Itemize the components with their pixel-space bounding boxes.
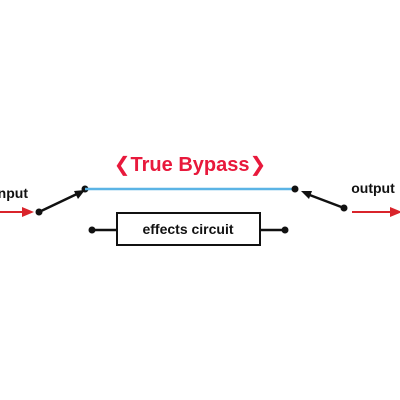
effects-circuit-label: effects circuit [142, 221, 233, 237]
output-bypass-node [291, 185, 299, 193]
output-pivot-node [340, 204, 348, 212]
input-arrow [0, 207, 34, 217]
output-switch-lever [306, 192, 345, 210]
input-switch-arrowhead [74, 190, 85, 199]
diagram-title: ❮True Bypass❯ [114, 154, 266, 176]
output-label: output [351, 180, 395, 196]
input-switch-lever [38, 191, 80, 214]
input-pivot-node [35, 208, 43, 216]
effects-right-node [281, 226, 289, 234]
input-label: input [0, 185, 28, 201]
effects-left-node [88, 226, 96, 234]
output-arrow [352, 207, 400, 217]
output-switch-arrowhead [301, 191, 312, 199]
